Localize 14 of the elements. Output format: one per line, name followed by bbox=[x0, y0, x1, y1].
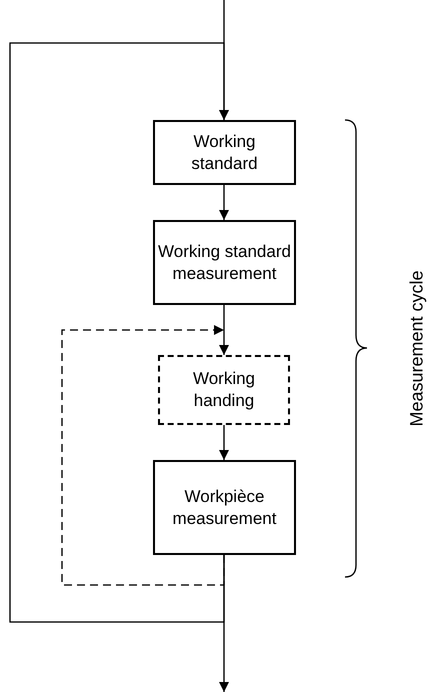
dashed-process-box bbox=[158, 355, 290, 425]
arrow bbox=[9, 42, 229, 623]
dashed-arrow bbox=[61, 325, 225, 586]
box-label: Workpièce measurement bbox=[172, 486, 278, 530]
box-label: Working handing bbox=[192, 368, 256, 412]
brace-label: Measurement cycle bbox=[406, 270, 428, 426]
process-box bbox=[153, 120, 296, 185]
arrow bbox=[219, 185, 229, 220]
box-label: Working standard measurement bbox=[158, 240, 291, 284]
process-box bbox=[153, 220, 296, 305]
arrow bbox=[219, 305, 229, 355]
box-label: Working standard bbox=[190, 130, 259, 174]
arrow bbox=[219, 425, 229, 460]
process-box bbox=[153, 460, 296, 555]
